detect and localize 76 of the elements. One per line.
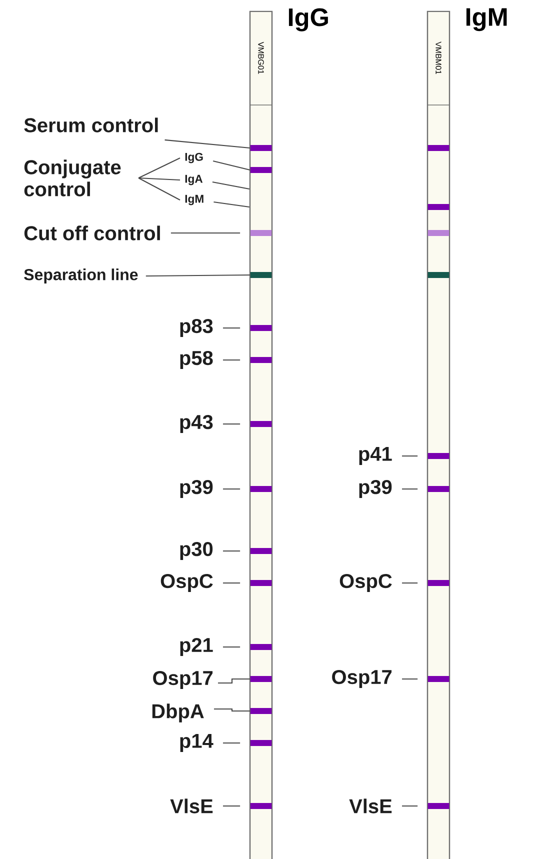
leader-line — [223, 488, 240, 490]
test-band — [250, 580, 272, 586]
test-band — [250, 357, 272, 363]
band-label: VlsE — [170, 798, 213, 814]
leader-line — [223, 646, 240, 648]
leader-line — [218, 678, 250, 684]
band-label: Osp17 — [153, 670, 213, 690]
test-band — [250, 644, 272, 650]
leader-line — [402, 678, 418, 680]
leader-line — [402, 582, 418, 584]
band-label: Conjugate control — [24, 160, 121, 196]
test-band — [250, 325, 272, 331]
test-band — [428, 145, 450, 151]
leader-line — [214, 708, 250, 712]
leader-line — [223, 805, 240, 807]
strip-heading: IgM — [466, 8, 507, 32]
test-band — [428, 453, 450, 459]
sub-label: IgM — [185, 194, 204, 206]
test-band — [428, 204, 450, 210]
test-band — [250, 167, 272, 173]
test-band — [250, 272, 272, 278]
test-band — [250, 548, 272, 554]
band-label: p30 — [180, 542, 213, 560]
band-label: p41 — [359, 447, 392, 465]
test-band — [250, 803, 272, 809]
leader-line — [138, 177, 180, 181]
test-band — [250, 230, 272, 236]
band-label: p39 — [359, 480, 392, 498]
strip-code: VMBM01 — [436, 42, 442, 74]
sub-label: IgG — [185, 152, 203, 164]
band-label: Osp17 — [332, 670, 392, 688]
leader-line — [138, 178, 180, 200]
leader-line — [402, 455, 418, 457]
band-label: Separation line — [24, 268, 138, 284]
band-label: Serum control — [24, 118, 158, 132]
leader-line — [212, 160, 250, 171]
band-label: p39 — [180, 480, 213, 498]
leader-line — [214, 201, 250, 208]
leader-line — [223, 327, 240, 329]
test-band — [428, 580, 450, 586]
leader-line — [138, 158, 180, 178]
band-label: p14 — [180, 734, 214, 752]
leader-line — [223, 742, 240, 744]
leader-line — [223, 582, 240, 584]
leader-line — [170, 232, 240, 234]
strip-heading: IgG — [288, 8, 328, 32]
band-label: p58 — [180, 350, 213, 370]
band-label: p83 — [180, 318, 213, 338]
leader-line — [146, 274, 250, 277]
test-band — [250, 708, 272, 714]
leader-line — [223, 550, 240, 552]
strip-code: VMBG01 — [258, 42, 264, 74]
leader-line — [223, 423, 240, 425]
sub-label: IgA — [185, 174, 203, 186]
test-band — [250, 676, 272, 682]
test-band — [250, 486, 272, 492]
leader-line — [212, 181, 250, 190]
leader-line — [164, 139, 250, 149]
test-band — [428, 676, 450, 682]
test-band — [428, 230, 450, 236]
test-band — [250, 421, 272, 427]
band-label: VlsE — [349, 798, 392, 814]
test-band — [250, 740, 272, 746]
leader-line — [223, 359, 240, 361]
test-band — [428, 803, 450, 809]
band-label: OspC — [340, 574, 392, 592]
test-band — [250, 145, 272, 151]
leader-line — [402, 805, 418, 807]
test-band — [428, 272, 450, 278]
test-band — [428, 486, 450, 492]
leader-line — [402, 488, 418, 490]
band-label: OspC — [160, 574, 213, 592]
band-label: p43 — [180, 414, 213, 434]
band-label: DbpA — [152, 704, 204, 722]
band-label: Cut off control — [24, 226, 160, 240]
band-label: p21 — [180, 638, 213, 656]
